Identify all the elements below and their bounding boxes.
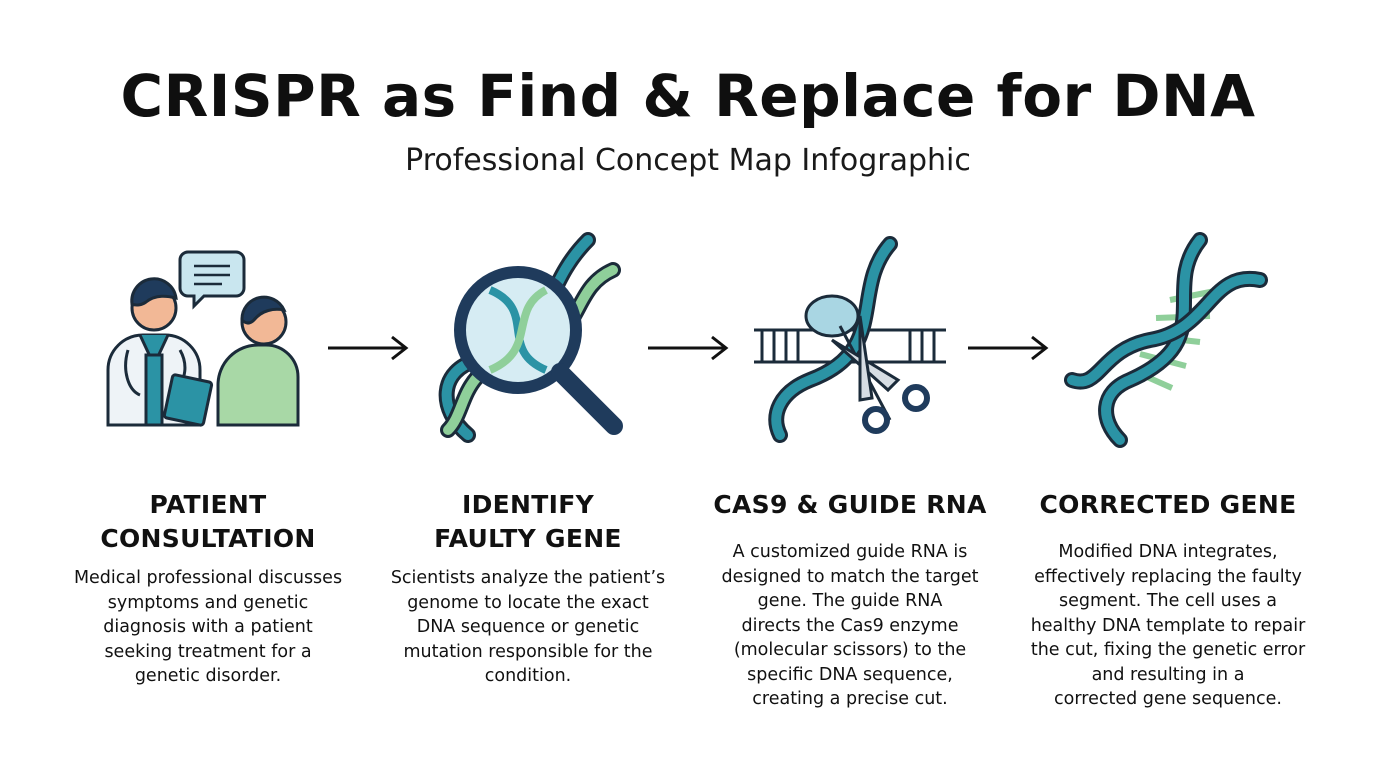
- desc-line: effectively replacing the faulty: [1034, 566, 1302, 587]
- corrected-dna-icon: [1064, 232, 1268, 448]
- desc-line: specific DNA sequence,: [747, 664, 953, 685]
- step3-title: CAS9 & GUIDE RNA: [700, 488, 1000, 522]
- step2-title-line2: FAULTY GENE: [434, 524, 622, 553]
- step2-title: IDENTIFY FAULTY GENE: [378, 488, 678, 556]
- desc-line: Scientists analyze the patient’s: [390, 568, 666, 588]
- desc-line: symptoms and genetic: [107, 592, 309, 613]
- arrow-right-icon: [328, 335, 409, 361]
- desc-line: creating a precise cut.: [752, 689, 948, 709]
- desc-line: genetic disorder.: [134, 666, 282, 686]
- desc-line: A customized guide RNA is: [732, 542, 968, 562]
- step4-title-line1: CORRECTED GENE: [1039, 490, 1297, 519]
- desc-line: DNA sequence or genetic: [416, 617, 640, 637]
- step2-description: Scientists analyze the patient’s genome …: [378, 566, 678, 689]
- step2-title-line1: IDENTIFY: [462, 490, 594, 519]
- desc-line: healthy DNA template to repair: [1030, 615, 1306, 636]
- desc-line: mutation responsible for the: [403, 641, 653, 662]
- desc-line: genome to locate the exact: [407, 592, 649, 613]
- desc-line: gene. The guide RNA: [757, 591, 943, 611]
- desc-line: the cut, fixing the genetic error: [1030, 640, 1306, 660]
- desc-line: diagnosis with a patient: [103, 617, 313, 637]
- desc-line: Medical professional discusses: [73, 568, 343, 588]
- desc-line: (molecular scissors) to the: [733, 640, 967, 660]
- step1-title-line2: CONSULTATION: [100, 524, 316, 553]
- step3-description: A customized guide RNA is designed to ma…: [700, 540, 1000, 712]
- desc-line: Modified DNA integrates,: [1058, 542, 1278, 562]
- desc-line: designed to match the target: [721, 566, 979, 587]
- step4-description: Modified DNA integrates, effectively rep…: [1018, 540, 1318, 712]
- arrow-right-icon: [648, 335, 729, 361]
- page-subtitle: Professional Concept Map Infographic: [405, 143, 971, 178]
- arrow-right-icon: [968, 335, 1049, 361]
- desc-line: condition.: [484, 666, 572, 686]
- desc-line: seeking treatment for a: [104, 641, 312, 662]
- magnifier-dna-icon: [438, 232, 623, 443]
- doctor-patient-icon: [106, 250, 300, 427]
- step1-title: PATIENT CONSULTATION: [58, 488, 358, 556]
- page-title: CRISPR as Find & Replace for DNA: [120, 62, 1256, 130]
- step3-title-line1: CAS9 & GUIDE RNA: [713, 490, 987, 519]
- desc-line: and resulting in a: [1091, 664, 1245, 685]
- desc-line: segment. The cell uses a: [1058, 591, 1278, 611]
- desc-line: corrected gene sequence.: [1054, 689, 1282, 709]
- scissors-dna-icon: [754, 236, 946, 443]
- step1-title-line1: PATIENT: [149, 490, 267, 519]
- step1-description: Medical professional discusses symptoms …: [58, 566, 358, 689]
- desc-line: directs the Cas9 enzyme: [741, 615, 959, 636]
- step4-title: CORRECTED GENE: [1018, 488, 1318, 522]
